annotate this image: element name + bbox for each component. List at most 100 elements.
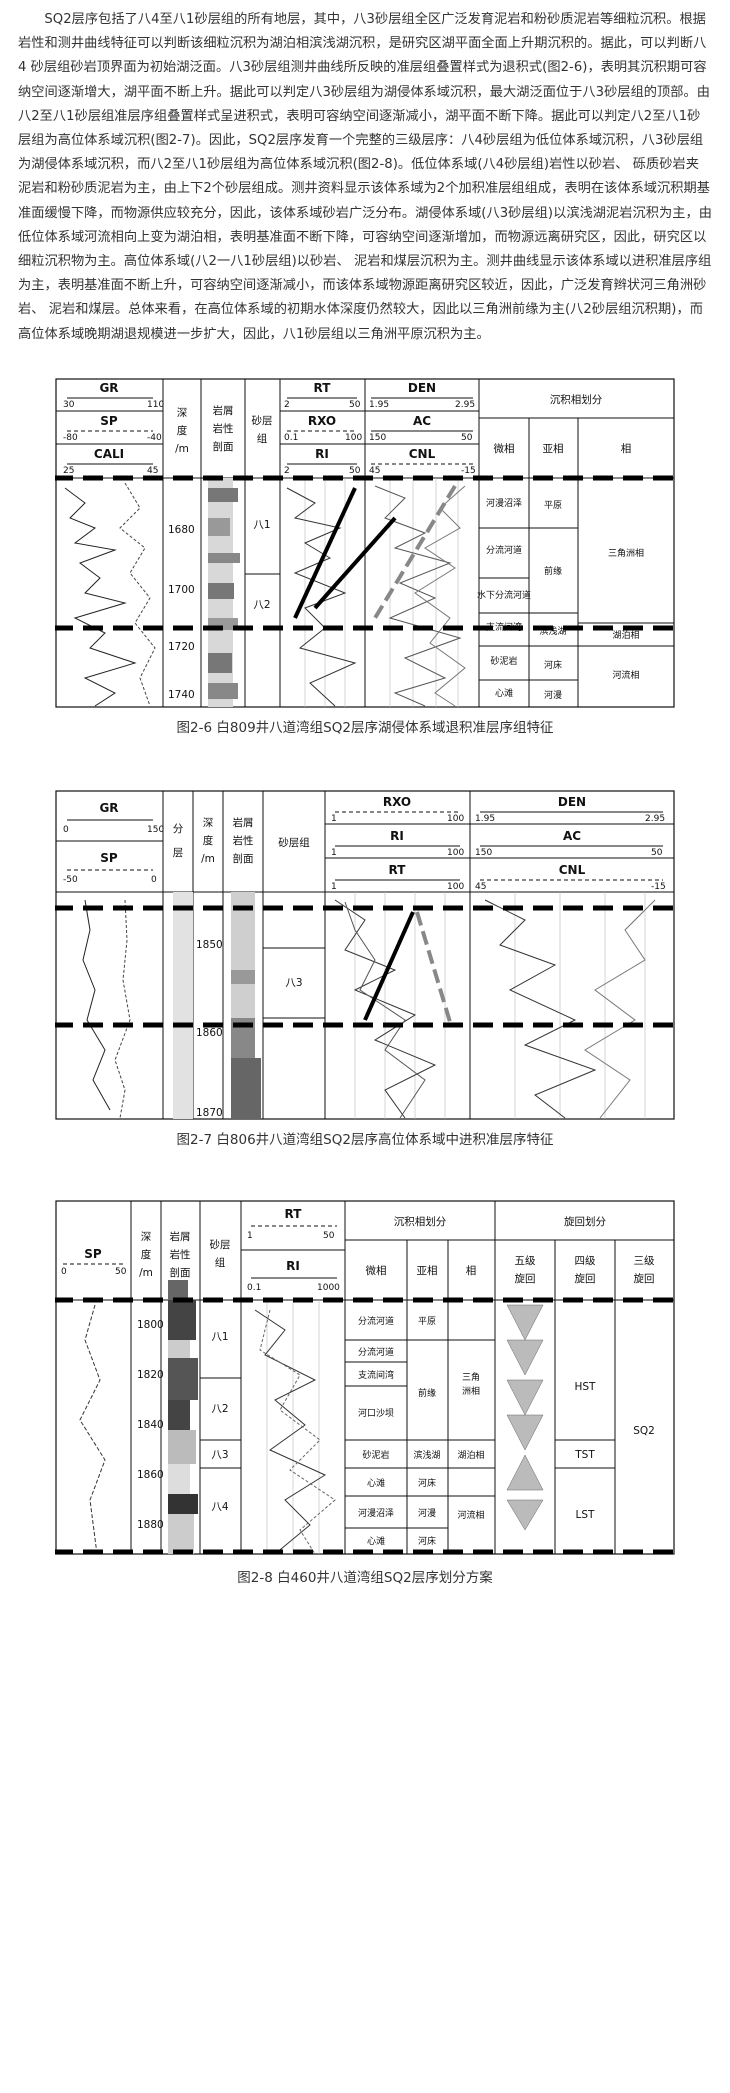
rt-max: 50 xyxy=(349,400,361,410)
ri-min-3: 0.1 xyxy=(247,1283,261,1293)
facies-col-facies-3: 相 xyxy=(466,1264,477,1277)
sp-label-2: SP xyxy=(100,851,118,865)
sub-4: 河床 xyxy=(544,659,562,671)
lith-header-3: 剖面 xyxy=(213,440,234,453)
cycle-col-4-1: 四级 xyxy=(575,1255,596,1267)
ac-min: 150 xyxy=(369,433,386,443)
rxo-label-2: RXO xyxy=(383,795,411,809)
facies-3-3: 湖泊相 xyxy=(457,1449,484,1461)
gr-max: 110 xyxy=(147,400,164,410)
facies-3-1: 三角 xyxy=(462,1371,480,1383)
lith-header-1: 岩屑 xyxy=(213,404,234,417)
micro-3-2: 分流河道 xyxy=(358,1346,394,1358)
system-lst: LST xyxy=(576,1509,596,1521)
depth-1700: 1700 xyxy=(168,584,195,596)
log-curves xyxy=(64,482,466,707)
sub-5: 河漫 xyxy=(544,689,562,701)
sub-3-2: 前缘 xyxy=(418,1387,436,1399)
ri-max: 50 xyxy=(349,466,361,476)
sub-3-3: 滨浅湖 xyxy=(413,1449,440,1461)
depth-header-1: 深 xyxy=(177,407,188,419)
micro-3-5: 砂泥岩 xyxy=(362,1449,389,1461)
figure-2-6: GR 30 110 SP -80 -40 CALI 25 45 深 度 /m 岩… xyxy=(55,378,675,708)
cnl-min: 45 xyxy=(369,466,380,476)
facies-col-facies: 相 xyxy=(621,442,632,455)
micro-3-6: 心滩 xyxy=(367,1477,385,1489)
depth-1880: 1880 xyxy=(137,1519,164,1531)
rt-label-2: RT xyxy=(389,863,407,877)
cycle-col-3-1: 三级 xyxy=(634,1255,655,1267)
depth-header-3-3: /m xyxy=(139,1267,153,1279)
ac-max: 50 xyxy=(461,433,473,443)
cnl-label-2: CNL xyxy=(559,863,586,877)
depth-header-2-2: 度 xyxy=(203,834,214,847)
sequence-boundary-2 xyxy=(55,905,675,1028)
cycle-col-5-2: 旋回 xyxy=(515,1272,536,1285)
micro-2: 分流河道 xyxy=(486,544,522,556)
cnl-min-2: 45 xyxy=(475,882,486,892)
sp-max-2: 0 xyxy=(151,875,157,885)
depth-1860: 1860 xyxy=(137,1469,164,1481)
lith-header-2: 岩性 xyxy=(213,422,234,435)
layer-column xyxy=(173,892,193,1119)
ri-min-2: 1 xyxy=(331,848,337,858)
micro-3-1: 分流河道 xyxy=(358,1315,394,1327)
body-paragraph: SQ2层序包括了八4至八1砂层组的所有地层，其中，八3砂层组全区广泛发育泥岩和粉… xyxy=(18,12,712,342)
cycle-col-4-2: 旋回 xyxy=(575,1272,596,1285)
micro-1: 河漫沼泽 xyxy=(486,497,522,509)
ac-label-2: AC xyxy=(563,829,581,843)
log-curves-2 xyxy=(82,899,656,1119)
lith-header-2-2: 岩性 xyxy=(233,834,254,847)
rxo-min: 0.1 xyxy=(284,433,298,443)
facies-col-micro-3: 微相 xyxy=(366,1264,387,1277)
lithology-column-3 xyxy=(168,1280,198,1554)
rxo-max: 100 xyxy=(345,433,362,443)
ri-label-2: RI xyxy=(390,829,404,843)
depth-header-3-1: 深 xyxy=(141,1231,152,1243)
depth-header-3-2: 度 xyxy=(141,1248,152,1261)
unit-ba2-3: 八2 xyxy=(211,1403,228,1415)
ri-max-3: 1000 xyxy=(317,1283,340,1293)
sequence-boundary-3 xyxy=(55,1297,675,1555)
rxo-label: RXO xyxy=(308,414,336,428)
depth-1820: 1820 xyxy=(137,1369,164,1381)
sequence-sq2: SQ2 xyxy=(633,1425,655,1437)
cycle-col-5-1: 五级 xyxy=(515,1255,536,1267)
sp-min-3: 0 xyxy=(61,1267,67,1277)
facies-header-3: 沉积相划分 xyxy=(394,1215,447,1228)
rt-min-3: 1 xyxy=(247,1231,253,1241)
sp-min-2: -50 xyxy=(63,875,78,885)
layer-header-1: 分 xyxy=(173,823,184,835)
gr-max-2: 150 xyxy=(147,825,164,835)
sp-max: -40 xyxy=(147,433,162,443)
cnl-label: CNL xyxy=(409,447,436,461)
micro-3-3: 支流间湾 xyxy=(358,1369,394,1381)
ri-label-3: RI xyxy=(286,1259,300,1273)
cnl-max-2: -15 xyxy=(651,882,666,892)
facies-3-4: 河流相 xyxy=(457,1509,484,1521)
micro-3: 水下分流河道 xyxy=(477,589,531,601)
lithology-column xyxy=(208,478,240,707)
den-label: DEN xyxy=(408,381,436,395)
ac-min-2: 150 xyxy=(475,848,492,858)
sp-label: SP xyxy=(100,414,118,428)
facies-header: 沉积相划分 xyxy=(550,393,603,406)
sub-3-6: 河床 xyxy=(418,1535,436,1547)
depth-1720: 1720 xyxy=(168,641,195,653)
cnl-max: -15 xyxy=(461,466,476,476)
unit-ba2: 八2 xyxy=(253,599,270,611)
facies-col-micro: 微相 xyxy=(494,442,515,455)
cycle-header: 旋回划分 xyxy=(564,1215,606,1228)
den-min: 1.95 xyxy=(369,400,389,410)
den-label-2: DEN xyxy=(558,795,586,809)
ri-min: 2 xyxy=(284,466,290,476)
facies-col-sub: 亚相 xyxy=(543,442,564,455)
unit-ba4-3: 八4 xyxy=(211,1501,228,1513)
rxo-min-2: 1 xyxy=(331,814,337,824)
sub-1: 平原 xyxy=(544,500,562,511)
cali-max: 45 xyxy=(147,466,158,476)
lith-header-3-1: 岩屑 xyxy=(170,1230,191,1243)
den-max: 2.95 xyxy=(455,400,475,410)
gr-min-2: 0 xyxy=(63,825,69,835)
depth-1740: 1740 xyxy=(168,689,195,701)
